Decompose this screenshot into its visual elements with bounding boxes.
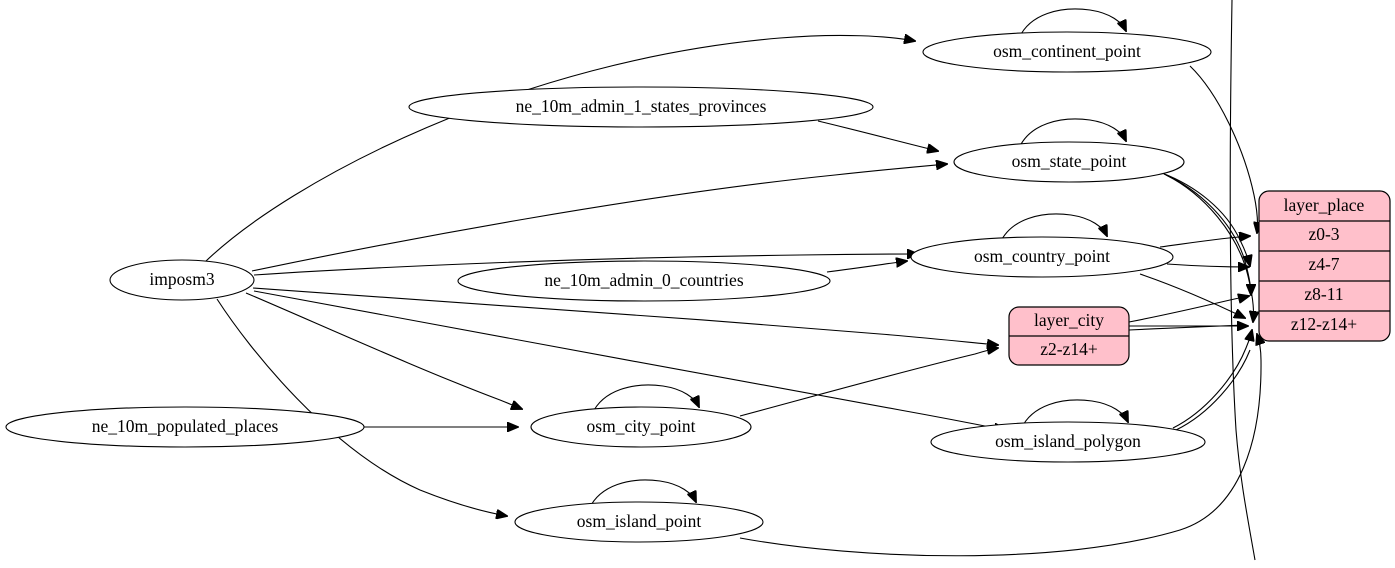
record-layer: layer_city z2-z14+ layer_place z0-3 z4-7… bbox=[1008, 190, 1391, 366]
selfloop-osm_island_polygon bbox=[1020, 399, 1128, 430]
node-label-osm_island_polygon: osm_island_polygon bbox=[995, 431, 1141, 451]
edge-ne0-osm_country_point bbox=[826, 261, 907, 273]
record-row-layer_city-0[interactable]: z2-z14+ bbox=[1040, 339, 1098, 359]
edge-imposm3-osm_island_polygon bbox=[253, 290, 1005, 430]
edge-islandpoint-place-z12 bbox=[739, 334, 1261, 557]
node-label-imposm3: imposm3 bbox=[149, 269, 214, 289]
node-osm_island_point[interactable]: osm_island_point bbox=[514, 501, 764, 543]
node-ne_10m_admin_0_countries[interactable]: ne_10m_admin_0_countries bbox=[457, 260, 831, 302]
edge-state-place-z8 bbox=[1163, 173, 1251, 295]
record-row-layer_place-1[interactable]: z4-7 bbox=[1308, 254, 1339, 274]
edge-ne1-osm_state_point bbox=[817, 120, 938, 151]
node-layer: imposm3 ne_10m_admin_1_states_provinces … bbox=[5, 31, 1212, 543]
node-osm_city_point[interactable]: osm_city_point bbox=[530, 406, 752, 448]
node-osm_continent_point[interactable]: osm_continent_point bbox=[922, 31, 1212, 73]
node-ne_10m_populated_places[interactable]: ne_10m_populated_places bbox=[5, 406, 365, 448]
record-row-layer_place-3[interactable]: z12-z14+ bbox=[1291, 314, 1357, 334]
node-label-osm_continent_point: osm_continent_point bbox=[993, 41, 1141, 61]
selfloop-osm_city_point bbox=[591, 384, 699, 415]
node-ne_10m_admin_1_states_provinces[interactable]: ne_10m_admin_1_states_provinces bbox=[408, 86, 874, 128]
node-label-ne_10m_admin_1_states_provinces: ne_10m_admin_1_states_provinces bbox=[516, 96, 767, 116]
node-imposm3[interactable]: imposm3 bbox=[109, 259, 255, 301]
selfloop-osm_island_point bbox=[588, 479, 696, 510]
edge-state-place-z4 bbox=[1161, 172, 1250, 266]
edge-country-place-z12 bbox=[1139, 273, 1245, 318]
node-label-osm_state_point: osm_state_point bbox=[1012, 151, 1127, 171]
node-osm_state_point[interactable]: osm_state_point bbox=[953, 141, 1185, 183]
edge-vertical-connector bbox=[1229, 0, 1256, 561]
edge-layercity-place-extra bbox=[1128, 324, 1245, 331]
record-title-layer_city: layer_city bbox=[1034, 310, 1104, 330]
selfloop-osm_country_point bbox=[999, 213, 1107, 244]
edge-continent-place-z0 bbox=[1189, 65, 1258, 233]
node-label-ne_10m_admin_0_countries: ne_10m_admin_0_countries bbox=[544, 270, 743, 290]
node-label-osm_country_point: osm_country_point bbox=[974, 246, 1110, 266]
edge-city-layercity bbox=[739, 348, 998, 417]
edge-imposm3-osm_state_point bbox=[251, 164, 947, 272]
edge-imposm3-osm_country_point bbox=[253, 254, 918, 276]
edge-country-place-z4 bbox=[1159, 236, 1250, 248]
edge-islandpoly-place-z12 bbox=[1172, 330, 1252, 429]
edge-islandpoly-place-z12-b bbox=[1175, 349, 1251, 431]
edge-layer bbox=[204, 0, 1261, 561]
edge-imposm3-osm_island_point bbox=[216, 298, 507, 516]
record-title-layer_place: layer_place bbox=[1284, 195, 1365, 215]
node-label-osm_city_point: osm_city_point bbox=[587, 416, 696, 436]
selfloop-osm_state_point bbox=[1018, 118, 1126, 149]
record-layer_city[interactable]: layer_city z2-z14+ bbox=[1008, 306, 1130, 366]
edge-imposm3-osm_city_point bbox=[245, 292, 522, 409]
node-osm_island_polygon[interactable]: osm_island_polygon bbox=[930, 421, 1206, 463]
edge-layercity-place-z8 bbox=[1128, 296, 1249, 323]
edge-country-place-z8 bbox=[1166, 264, 1249, 267]
record-layer_place[interactable]: layer_place z0-3 z4-7 z8-11 z12-z14+ bbox=[1258, 190, 1391, 342]
node-label-ne_10m_populated_places: ne_10m_populated_places bbox=[92, 416, 279, 436]
edge-imposm3-osm_continent_point bbox=[204, 35, 915, 263]
record-row-layer_place-0[interactable]: z0-3 bbox=[1308, 224, 1339, 244]
node-osm_country_point[interactable]: osm_country_point bbox=[910, 236, 1174, 278]
record-row-layer_place-2[interactable]: z8-11 bbox=[1304, 284, 1343, 304]
selfloop-osm_continent_point bbox=[1018, 8, 1126, 39]
node-label-osm_island_point: osm_island_point bbox=[577, 511, 702, 531]
